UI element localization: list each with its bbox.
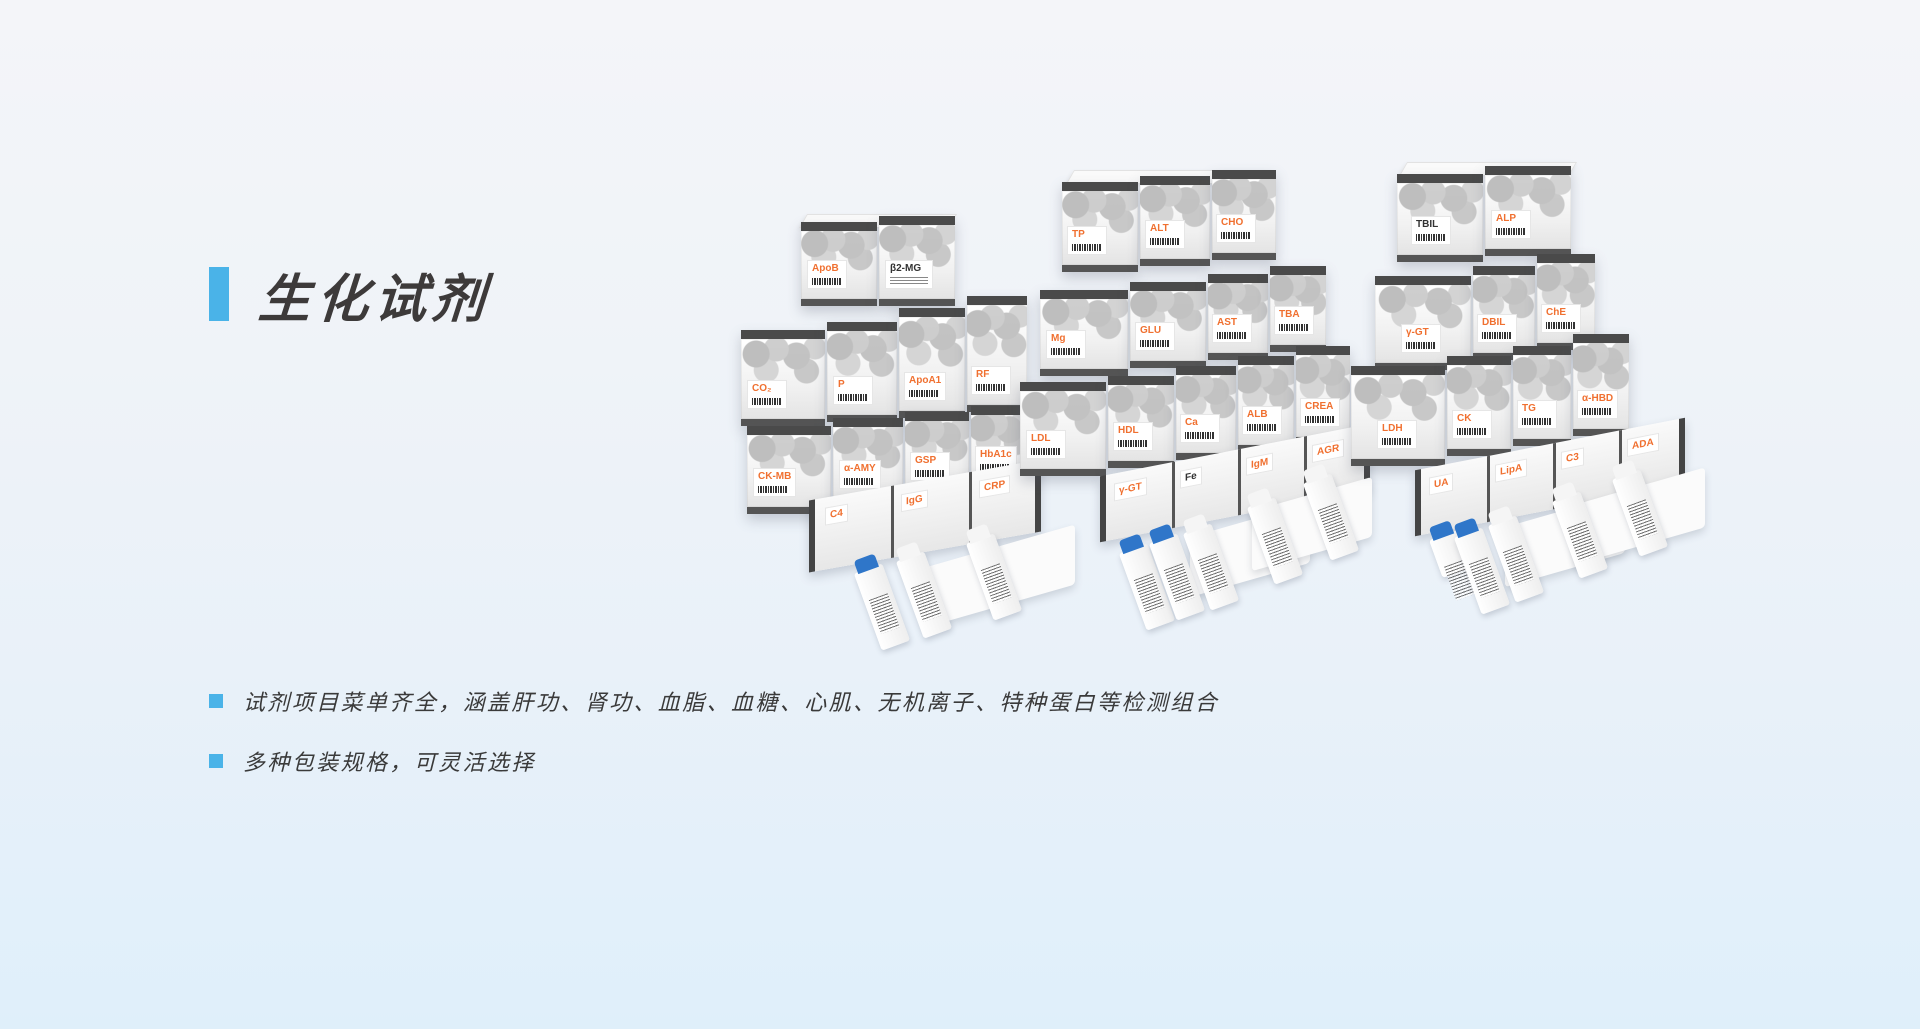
reagent-box: TBA (1270, 266, 1326, 352)
box-label: TP (1067, 226, 1107, 255)
box-label: γ-GT (1401, 324, 1441, 353)
reagent-box: GLU (1130, 282, 1206, 368)
feature-text: 试剂项目菜单齐全，涵盖肝功、肾功、血脂、血糖、心肌、无机离子、特种蛋白等检测组合 (243, 691, 1220, 716)
box-label: ApoA1 (904, 372, 947, 401)
reagent-box: LDL (1020, 382, 1106, 476)
feature-item: 多种包装规格，可灵活选择 (209, 746, 1219, 776)
reagent-box: ALP (1485, 166, 1571, 256)
reagent-box: γ-GT (1375, 276, 1471, 370)
tray-label: CRP (979, 474, 1011, 499)
section-title: 生化试剂 (209, 266, 493, 330)
feature-text: 多种包装规格，可灵活选择 (243, 751, 536, 776)
feature-item: 试剂项目菜单齐全，涵盖肝功、肾功、血脂、血糖、心肌、无机离子、特种蛋白等检测组合 (209, 686, 1219, 716)
product-stack-left: ApoB β2-MG CO₂ P ApoA1 RF CK-MB (735, 150, 1075, 651)
reagent-box: DBIL (1473, 266, 1535, 360)
tray-label: C3 (1561, 447, 1584, 470)
box-label: ALB (1242, 406, 1282, 435)
box-label: ALT (1145, 220, 1185, 249)
box-label: TBIL (1411, 216, 1451, 245)
box-label: AST (1212, 314, 1252, 343)
box-label: RF (971, 366, 1011, 395)
reagent-box: ChE (1537, 254, 1595, 350)
reagent-box: AST (1208, 274, 1268, 360)
box-label: Ca (1180, 414, 1220, 443)
reagent-box: Ca (1176, 366, 1236, 460)
tray-label: UA (1429, 472, 1454, 496)
tray-label: ADA (1627, 432, 1659, 458)
reagent-box: TG (1513, 346, 1571, 446)
reagent-box: ALB (1238, 356, 1294, 452)
tray-label: Fe (1180, 466, 1202, 489)
box-label: CHO (1216, 214, 1256, 243)
box-label: ApoB (807, 260, 847, 289)
product-image: ApoB β2-MG CO₂ P ApoA1 RF CK-MB (735, 150, 1720, 651)
reagent-box: ALT (1140, 176, 1210, 266)
reagent-box: TBIL (1397, 174, 1483, 262)
reagent-box: ApoB (801, 222, 877, 306)
tray-label: LipA (1495, 458, 1528, 483)
box-label: GLU (1135, 322, 1175, 351)
reagent-box: Mg (1040, 290, 1128, 376)
box-label: TG (1517, 400, 1557, 429)
box-label: α-AMY (839, 460, 881, 489)
box-label: CK-MB (753, 468, 797, 497)
reagent-box: CREA (1296, 346, 1350, 444)
product-stack-right: TBIL ALP γ-GT DBIL ChE LDH CK TG (1351, 150, 1720, 650)
box-label: ChE (1541, 304, 1581, 333)
reagent-box: LDH (1351, 366, 1445, 466)
box-label: CO₂ (747, 380, 787, 409)
product-stack-middle: TP ALT CHO Mg GLU AST TBA LDL (1020, 150, 1372, 650)
box-label: CK (1452, 410, 1492, 439)
tray-label: γ-GT (1114, 477, 1147, 502)
box-label: β2-MG (885, 260, 933, 289)
box-label: LDL (1026, 430, 1066, 459)
tray-label: C4 (825, 503, 848, 526)
reagent-box: CHO (1212, 170, 1276, 260)
reagent-box: CK-MB (747, 426, 831, 514)
tray-label: AGR (1312, 438, 1345, 464)
reagent-box: HDL (1108, 376, 1174, 468)
tray-label: IgG (901, 489, 928, 513)
title-accent-bar (209, 267, 229, 321)
reagent-box: β2-MG (879, 216, 955, 306)
square-bullet-icon (209, 754, 223, 768)
box-label: P (833, 376, 873, 405)
box-label: ALP (1491, 210, 1531, 239)
box-label: LDH (1377, 420, 1417, 449)
reagent-box: CO₂ (741, 330, 825, 426)
box-label: α-HBD (1577, 390, 1619, 419)
feature-list: 试剂项目菜单齐全，涵盖肝功、肾功、血脂、血糖、心肌、无机离子、特种蛋白等检测组合… (209, 686, 1219, 806)
reagent-box: TP (1062, 182, 1138, 272)
reagent-box: CK (1447, 356, 1511, 456)
box-label: HDL (1113, 422, 1153, 451)
reagent-box: P (827, 322, 897, 422)
box-label: DBIL (1477, 314, 1517, 343)
square-bullet-icon (209, 694, 223, 708)
reagent-box: RF (967, 296, 1027, 412)
reagent-box: α-HBD (1573, 334, 1629, 436)
box-label: TBA (1274, 306, 1314, 335)
box-label: Mg (1046, 330, 1086, 359)
tray-label: IgM (1246, 452, 1274, 476)
box-label: CREA (1300, 398, 1340, 427)
page-title: 生化试剂 (256, 269, 493, 330)
reagent-box: ApoA1 (899, 308, 965, 418)
